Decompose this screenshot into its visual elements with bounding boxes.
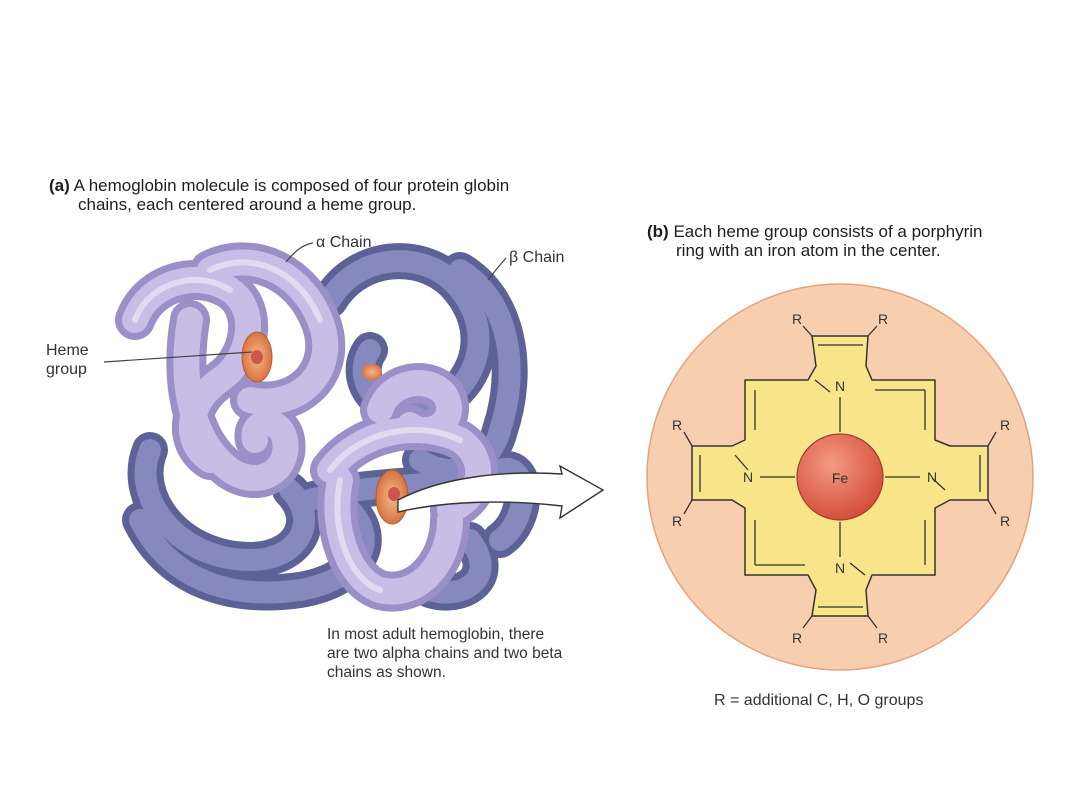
note-line2: are two alpha chains and two beta (327, 645, 563, 662)
porphyrin-diagram: Fe N N N N R R R R R R R R (646, 283, 1034, 671)
heme-label-line2: group (46, 361, 87, 378)
alpha-leader-line (285, 242, 314, 263)
r-group-label: R (672, 513, 682, 529)
nitrogen-label: N (743, 469, 753, 485)
beta-leader-line (487, 257, 507, 281)
beta-chain-label: β Chain (509, 249, 565, 266)
caption-a-line2: chains, each centered around a heme grou… (78, 195, 417, 214)
caption-b: (b) Each heme group consists of a porphy… (647, 222, 1067, 260)
heme-group-label: Heme group (46, 341, 116, 379)
iron-atom (796, 433, 884, 521)
caption-a-line1: A hemoglobin molecule is composed of fou… (73, 176, 510, 195)
heme-disc-hidden (362, 364, 382, 380)
nitrogen-label: N (835, 378, 845, 394)
r-group-label: R (1000, 513, 1010, 529)
alpha-chain-label: α Chain (316, 234, 372, 251)
caption-a-tag: (a) (49, 176, 70, 195)
caption-a: (a) A hemoglobin molecule is composed of… (49, 176, 609, 214)
heme-disc (241, 331, 273, 383)
r-group-label: R (672, 417, 682, 433)
note-line1: In most adult hemoglobin, there (327, 626, 545, 643)
caption-b-line2: ring with an iron atom in the center. (676, 241, 941, 260)
zoom-arrow (397, 464, 605, 520)
r-group-label: R (792, 630, 802, 646)
adult-hemoglobin-note: In most adult hemoglobin, there are two … (327, 625, 617, 682)
caption-b-line1: Each heme group consists of a porphyrin (673, 222, 983, 241)
r-group-label: R (1000, 417, 1010, 433)
note-line3: chains as shown. (327, 664, 446, 681)
alpha-chains (115, 242, 498, 612)
heme-leader-line (103, 351, 253, 363)
r-group-label: R (792, 311, 802, 327)
r-group-label: R (878, 630, 888, 646)
caption-b-tag: (b) (647, 222, 669, 241)
beta-chains (122, 243, 541, 611)
r-group-label: R (878, 311, 888, 327)
r-group-legend: R = additional C, H, O groups (714, 692, 924, 709)
heme-label-line1: Heme (46, 342, 89, 359)
iron-label: Fe (832, 470, 849, 486)
nitrogen-label: N (927, 469, 937, 485)
nitrogen-label: N (835, 560, 845, 576)
